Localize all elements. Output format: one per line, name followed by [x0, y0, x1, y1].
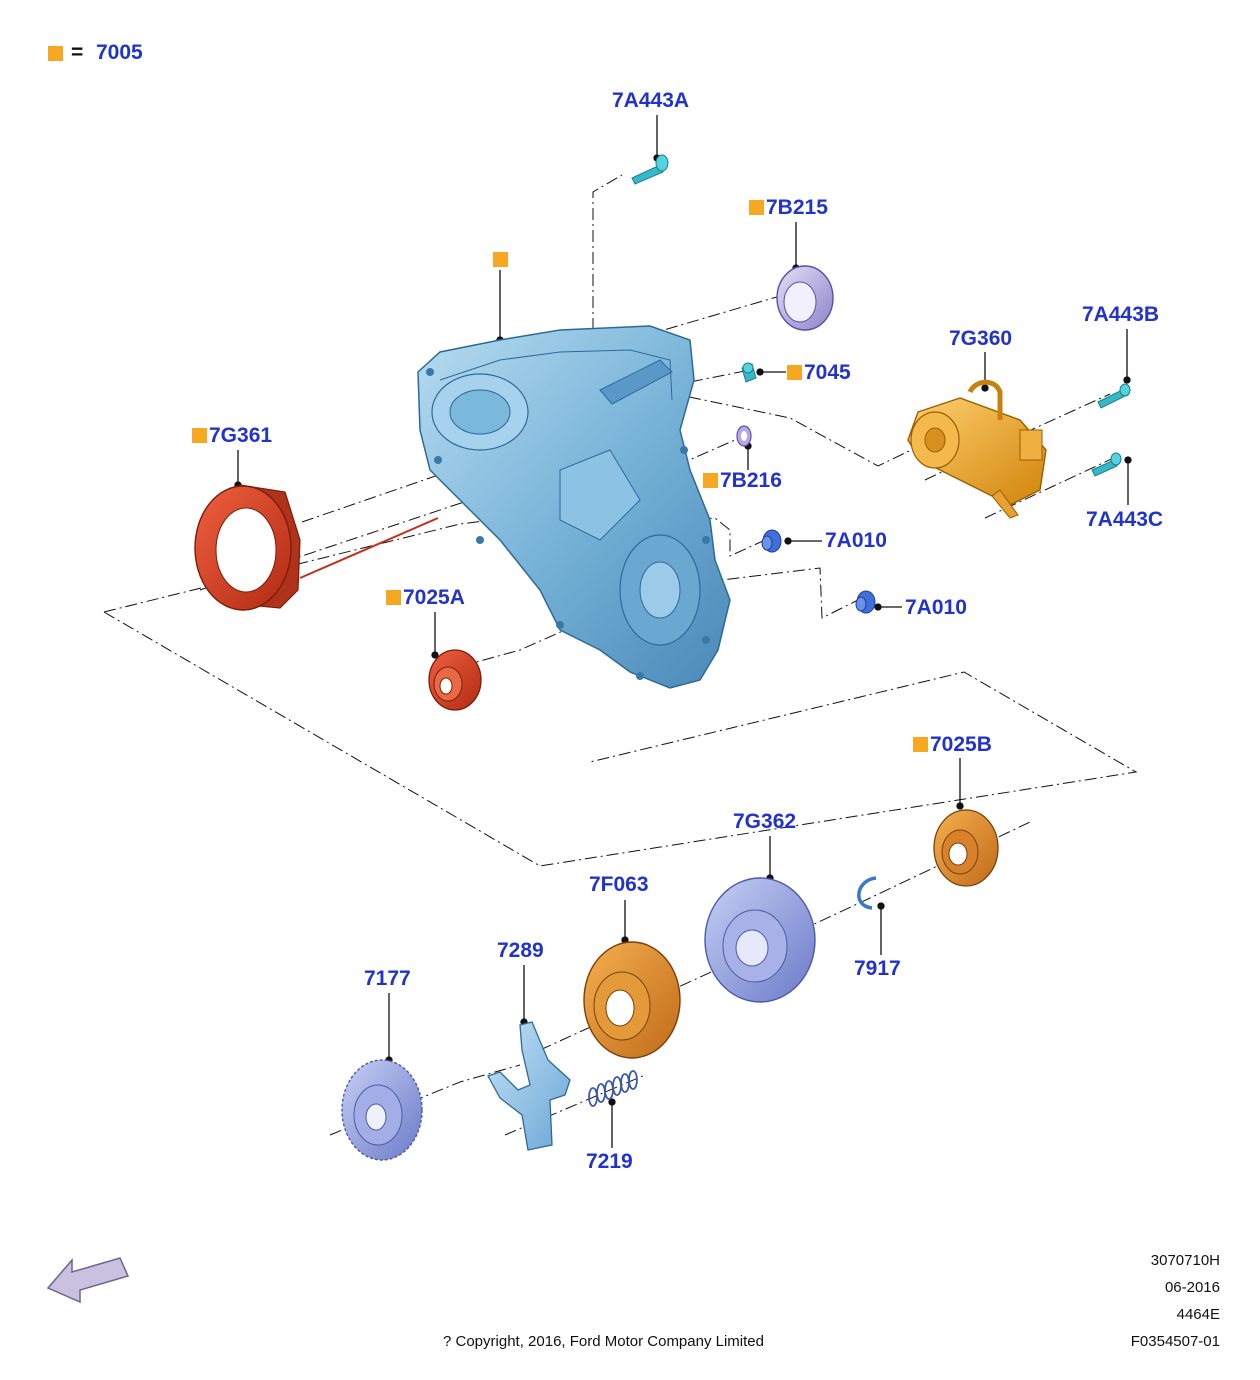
footer-model: 4464E	[1176, 1306, 1220, 1323]
label-7B215[interactable]: 7B215	[766, 196, 828, 219]
label-7025A[interactable]: 7025A	[403, 586, 465, 609]
label-7177[interactable]: 7177	[364, 967, 411, 990]
marker-7G361-icon	[192, 428, 207, 443]
seal-7B215	[776, 265, 834, 331]
ring-7B216	[736, 425, 752, 447]
legend-code: 7005	[96, 41, 143, 64]
marker-7B215-icon	[749, 200, 764, 215]
label-7A443C[interactable]: 7A443C	[1086, 508, 1164, 531]
marker-7025A-icon	[386, 590, 401, 605]
footer-date: 06-2016	[1164, 1279, 1220, 1296]
bearing-7025A	[428, 649, 482, 711]
shift-fork-7289	[487, 1021, 571, 1151]
direction-arrow-icon	[46, 1257, 130, 1304]
label-7045[interactable]: 7045	[804, 361, 851, 384]
label-7A010-lower[interactable]: 7A010	[905, 596, 967, 619]
label-7F063[interactable]: 7F063	[589, 873, 649, 896]
label-7B216[interactable]: 7B216	[720, 469, 782, 492]
snap-ring-7917	[857, 876, 877, 910]
marker-7025B-icon	[913, 737, 928, 752]
hub-7G362	[704, 877, 816, 1003]
label-7219[interactable]: 7219	[586, 1150, 633, 1173]
legend-marker-icon	[48, 46, 63, 61]
plug-7045	[741, 362, 757, 383]
label-7917[interactable]: 7917	[854, 957, 901, 980]
bearing-7025B	[933, 809, 999, 887]
bushing-7A010-upper	[761, 529, 782, 553]
legend-eq: =	[71, 41, 84, 64]
marker-7B216-icon	[703, 473, 718, 488]
label-7A010-upper[interactable]: 7A010	[825, 529, 887, 552]
bolt-7A443B	[1097, 383, 1131, 409]
shift-motor-7G360	[907, 379, 1047, 519]
label-7A443B[interactable]: 7A443B	[1082, 303, 1160, 326]
spring-7219	[588, 1070, 638, 1107]
bolt-7A443C	[1091, 452, 1122, 477]
marker-7045-icon	[787, 365, 802, 380]
marker-7005-icon	[493, 252, 508, 267]
bolt-7A443A	[631, 154, 669, 185]
transfer-case-housing	[417, 325, 731, 689]
footer-figure-id: F0354507-01	[1130, 1333, 1220, 1350]
label-7G361[interactable]: 7G361	[209, 424, 273, 447]
bushing-7A010-lower	[855, 590, 876, 614]
gear-7177	[341, 1059, 423, 1161]
label-7G360[interactable]: 7G360	[949, 327, 1013, 350]
label-7A443A[interactable]: 7A443A	[612, 89, 690, 112]
footer-code: 3070710H	[1150, 1252, 1220, 1269]
seal-7G361	[194, 484, 439, 611]
label-7289[interactable]: 7289	[497, 939, 544, 962]
label-7025B[interactable]: 7025B	[930, 733, 992, 756]
ring-7F063	[583, 941, 681, 1059]
copyright: ? Copyright, 2016, Ford Motor Company Li…	[443, 1333, 764, 1350]
label-7G362[interactable]: 7G362	[733, 810, 797, 833]
